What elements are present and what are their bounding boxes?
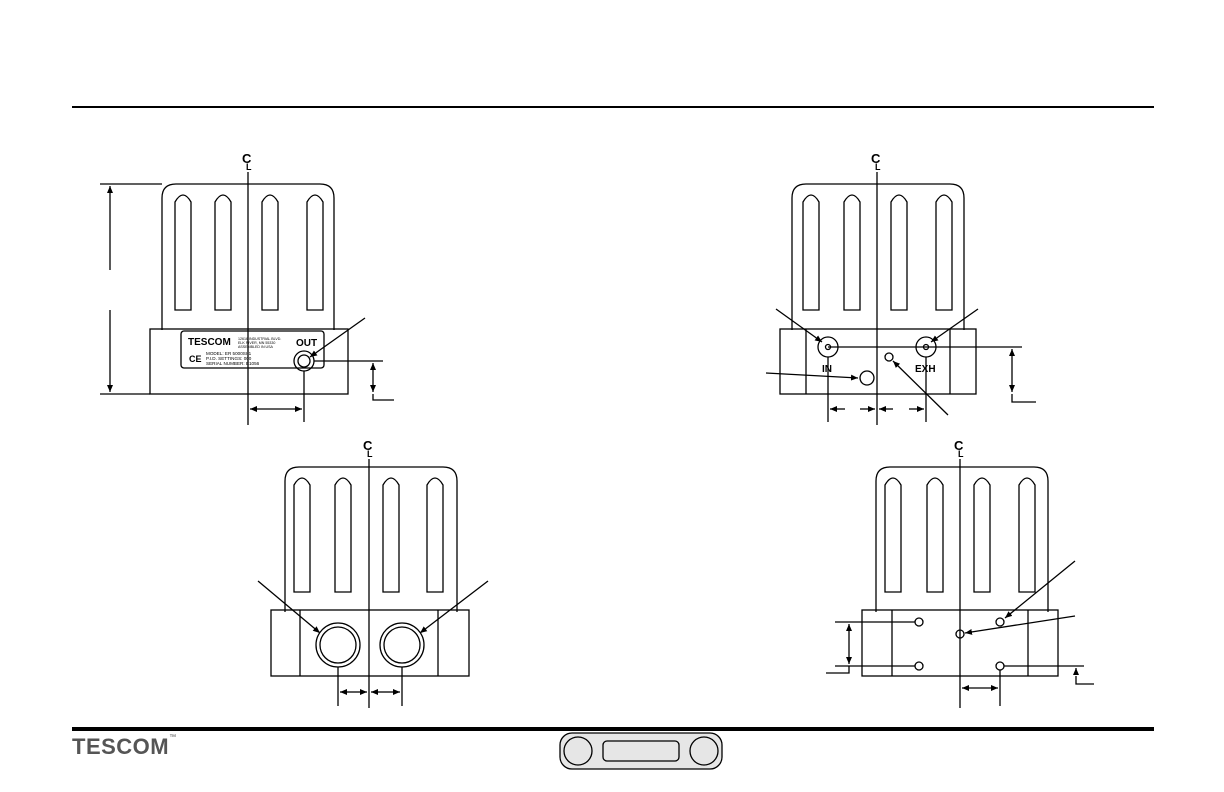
mounting-view-centerline-symbol: C L xyxy=(954,438,964,459)
front-view: C L TESCOM CE 12616 INDUSTRIAL BLVD. ELK… xyxy=(100,151,394,425)
rear-view-centerline-symbol: C L xyxy=(871,151,881,172)
footer-rule xyxy=(72,727,1154,731)
front-view-centerline-symbol: C L xyxy=(242,151,252,172)
in-port-label: IN xyxy=(822,364,832,375)
nameplate-serial: SERIAL NUMBER: E1056 xyxy=(206,361,260,366)
centerline-l: L xyxy=(246,162,252,172)
centerline-l: L xyxy=(367,449,373,459)
mount-right-leader xyxy=(1076,676,1094,684)
side-view-cap xyxy=(285,467,457,612)
rear-view: C L IN EXH xyxy=(766,151,1036,425)
front-view-cap-slots xyxy=(175,195,323,310)
in-port-leader xyxy=(776,309,822,342)
side-port-left-outer xyxy=(316,623,360,667)
centerline-l: L xyxy=(875,162,881,172)
out-port-leader xyxy=(310,318,365,357)
side-view-base xyxy=(271,610,469,676)
exh-port-leader xyxy=(931,309,978,342)
mount-hole-bottom-left xyxy=(915,662,923,670)
side-view-centerline-symbol: C L xyxy=(363,438,373,459)
out-port-inner xyxy=(298,355,310,367)
ce-mark: CE xyxy=(189,354,202,364)
footer-badge-left-circle xyxy=(564,737,592,765)
nameplate-address-3: ASSEMBLED IN USA xyxy=(238,345,274,349)
footer-logo-trademark: ™ xyxy=(169,734,177,741)
side-port-right-inner xyxy=(384,627,420,663)
footer-badge-right-circle xyxy=(690,737,718,765)
side-port-right-outer xyxy=(380,623,424,667)
rear-height-leader xyxy=(1012,394,1036,402)
mount-hole-bottom-right xyxy=(996,662,1004,670)
nameplate-text: TESCOM CE 12616 INDUSTRIAL BLVD. ELK RIV… xyxy=(188,337,281,366)
mount-vertical-leader xyxy=(826,666,849,673)
mount-hole-top-right xyxy=(996,618,1004,626)
rear-view-cap xyxy=(792,184,964,330)
exh-port-label: EXH xyxy=(915,364,936,375)
side-port-left-leader xyxy=(258,581,320,633)
footer-badge-page-box xyxy=(603,741,679,761)
centerline-l: L xyxy=(958,449,964,459)
gauge-port xyxy=(860,371,874,385)
footer-tescom-logo: TESCOM™ xyxy=(72,734,177,760)
side-view: C L xyxy=(258,438,488,708)
footer-page-badge xyxy=(560,733,722,769)
mounting-view: C L xyxy=(826,438,1094,708)
rear-view-base xyxy=(780,329,976,394)
vent-hole xyxy=(885,353,893,361)
port-height-leader xyxy=(373,394,394,400)
mounting-view-cap xyxy=(876,467,1048,612)
footer-logo-text: TESCOM xyxy=(72,734,169,759)
side-port-left-inner xyxy=(320,627,356,663)
nameplate-brand: TESCOM xyxy=(188,337,231,348)
out-port-label: OUT xyxy=(296,338,317,349)
mount-hole-top-left xyxy=(915,618,923,626)
side-port-right-leader xyxy=(420,581,488,633)
